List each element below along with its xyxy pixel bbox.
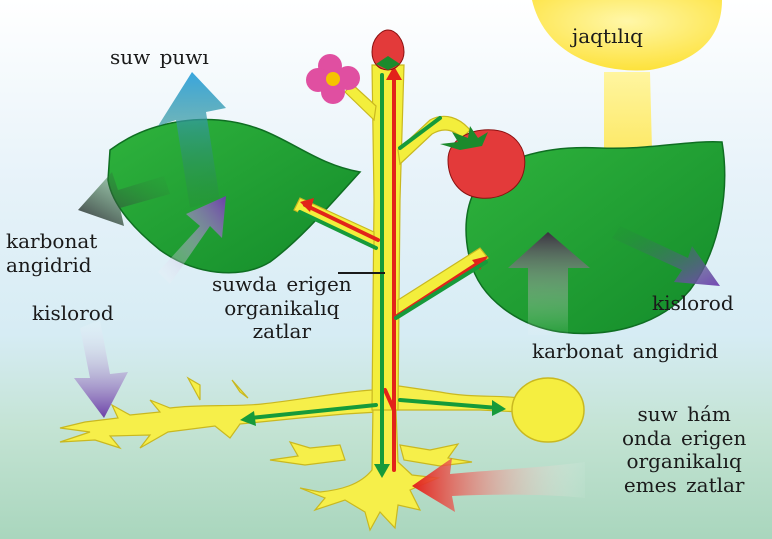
dissolved-organic-line-1: suwda erigen	[212, 272, 352, 296]
water-vapor-arrow	[158, 72, 226, 208]
water-inorganic-label: suw hám onda erigen organikalıq emes zat…	[622, 402, 747, 497]
water-arrow	[412, 458, 585, 512]
co2-arrow-right	[508, 232, 590, 335]
water-inorganic-line-4: emes zatlar	[623, 472, 745, 497]
oxygen-right-label: kislorod	[652, 291, 734, 315]
co2-right-label: karbonat angidrid	[532, 339, 719, 363]
bud-icon	[371, 29, 405, 71]
water-inorganic-line-2: onda erigen	[622, 425, 747, 450]
co2-left-line-1: karbonat	[6, 229, 98, 253]
co2-arrow-left	[78, 172, 170, 226]
flower-icon	[306, 54, 360, 104]
dissolved-organic-label: suwda erigen organikalıq zatlar	[212, 272, 352, 344]
water-inorganic-line-3: organikalıq	[626, 449, 742, 474]
dissolved-organic-line-2: organikalıq	[224, 295, 340, 320]
phloem-arrowheads	[240, 400, 506, 478]
water-vapor-label: suw puwı	[110, 45, 209, 69]
oxygen-arrow-down	[74, 320, 128, 418]
light-label: jaqtılıq	[572, 24, 643, 48]
water-inorganic-line-1: suw hám	[637, 402, 731, 426]
oxygen-arrow-right	[612, 226, 720, 286]
co2-left-label: karbonat angidrid	[6, 229, 98, 277]
dissolved-organic-line-3: zatlar	[252, 319, 312, 344]
oxygen-arrow-left	[158, 196, 226, 284]
co2-left-line-2: angidrid	[6, 252, 92, 277]
root-bulb	[511, 377, 585, 443]
roots	[59, 376, 542, 532]
oxygen-left-label: kislorod	[32, 301, 114, 325]
strawberry-icon	[440, 126, 526, 199]
xylem-arrowheads	[300, 66, 488, 270]
